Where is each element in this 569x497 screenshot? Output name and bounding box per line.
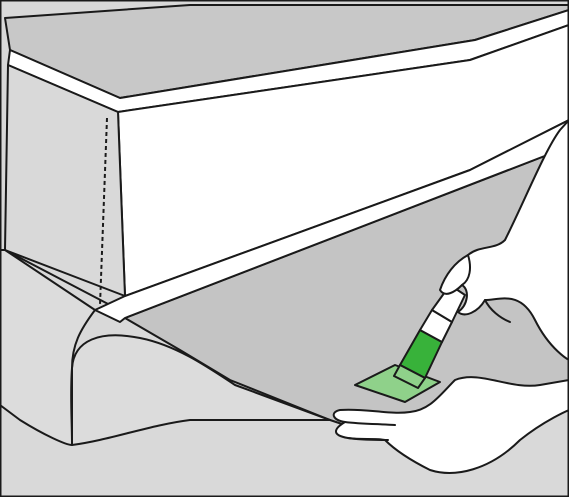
wallpaper-paste-illustration (0, 0, 569, 497)
illustration-canvas (0, 0, 569, 497)
